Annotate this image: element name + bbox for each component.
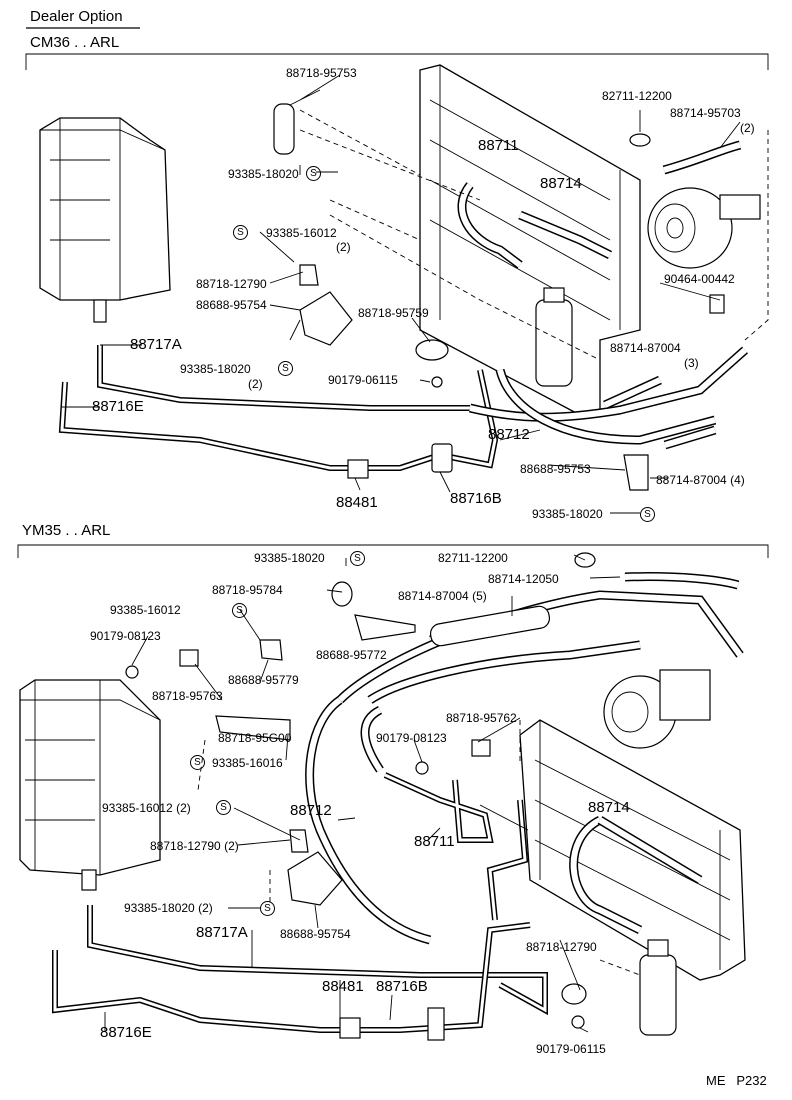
part-label: 93385-16012 (110, 603, 181, 617)
symbol-s: S (190, 755, 205, 770)
symbol-s: S (350, 551, 365, 566)
part-label: 93385-18020 (228, 167, 299, 181)
part-label: 93385-18020 (180, 362, 251, 376)
part-label: 88714 (588, 799, 630, 816)
receiver-bottom (639, 939, 677, 1036)
part-label: 88688-95772 (316, 648, 387, 662)
evaporator-unit-top (39, 117, 171, 323)
part-label: 88712 (290, 802, 332, 819)
part-label: 93385-18020 (532, 507, 603, 521)
part-label: 88711 (414, 833, 455, 850)
part-label: 88718-95762 (446, 711, 517, 725)
symbol-s: S (232, 603, 247, 618)
page-reference: ME P232 (706, 1073, 767, 1088)
part-label: 88718-12790 (196, 277, 267, 291)
part-label: 90179-06115 (536, 1042, 606, 1056)
part-label: 88481 (336, 494, 378, 511)
part-label: 88712 (488, 426, 530, 443)
part-label: 93385-16016 (212, 756, 283, 770)
evaporator-unit-bottom (19, 679, 161, 891)
part-label: 88688-95779 (228, 673, 299, 687)
symbol-s: S (278, 361, 293, 376)
part-label: (2) (248, 377, 263, 391)
symbol-s: S (216, 800, 231, 815)
part-label: 88716E (92, 398, 144, 415)
part-label: 88688-95753 (520, 462, 591, 476)
part-label: 93385-18020 (2) (124, 901, 213, 915)
part-label: 88718-95759 (358, 306, 429, 320)
part-label: 88714-87004 (5) (398, 589, 487, 603)
receiver-top (535, 287, 573, 387)
part-label: 90179-08123 (90, 629, 161, 643)
part-label: 90179-06115 (328, 373, 398, 387)
part-label: 88716B (376, 978, 428, 995)
part-label: 88716E (100, 1024, 152, 1041)
part-label: 88718-95G00 (218, 731, 292, 745)
condenser-bottom (519, 719, 746, 981)
symbol-s: S (260, 901, 275, 916)
part-label: (3) (684, 356, 699, 370)
part-label: 88688-95754 (196, 298, 267, 312)
part-label: 88714-87004 (610, 341, 681, 355)
part-label: 88718-12790 (526, 940, 597, 954)
part-label: 93385-18020 (254, 551, 325, 565)
part-label: 93385-16012 (266, 226, 337, 240)
condenser-top (419, 64, 641, 416)
part-label: (2) (336, 240, 351, 254)
part-label: 88714-87004 (4) (656, 473, 745, 487)
part-label: 88711 (478, 137, 519, 154)
part-label: 88481 (322, 978, 364, 995)
section-title-cm36: CM36 . . ARL (30, 34, 120, 51)
compressor-top (647, 187, 761, 269)
part-label: 88714 (540, 175, 582, 192)
part-label: 88718-95763 (152, 689, 223, 703)
symbol-s: S (233, 225, 248, 240)
part-label: 82711-12200 (438, 551, 508, 565)
part-label: 93385-16012 (2) (102, 801, 191, 815)
section-title-ym35: YM35 . . ARL (22, 522, 111, 539)
part-label: 88718-12790 (2) (150, 839, 239, 853)
part-label: (2) (740, 121, 755, 135)
part-label: 88688-95754 (280, 927, 351, 941)
part-label: 82711-12200 (602, 89, 672, 103)
compressor-bottom (603, 669, 711, 749)
part-label: 88716B (450, 490, 502, 507)
part-label: 88717A (130, 336, 182, 353)
part-label: 88718-95784 (212, 583, 283, 597)
part-label: 88714-12050 (488, 572, 559, 586)
symbol-s: S (640, 507, 655, 522)
part-label: 90179-08123 (376, 731, 447, 745)
part-label: 88717A (196, 924, 248, 941)
part-label: 88718-95753 (286, 66, 357, 80)
symbol-s: S (306, 166, 321, 181)
part-label: 88714-95703 (670, 106, 741, 120)
part-label: 90464-00442 (664, 272, 735, 286)
header-title: Dealer Option (30, 8, 123, 25)
